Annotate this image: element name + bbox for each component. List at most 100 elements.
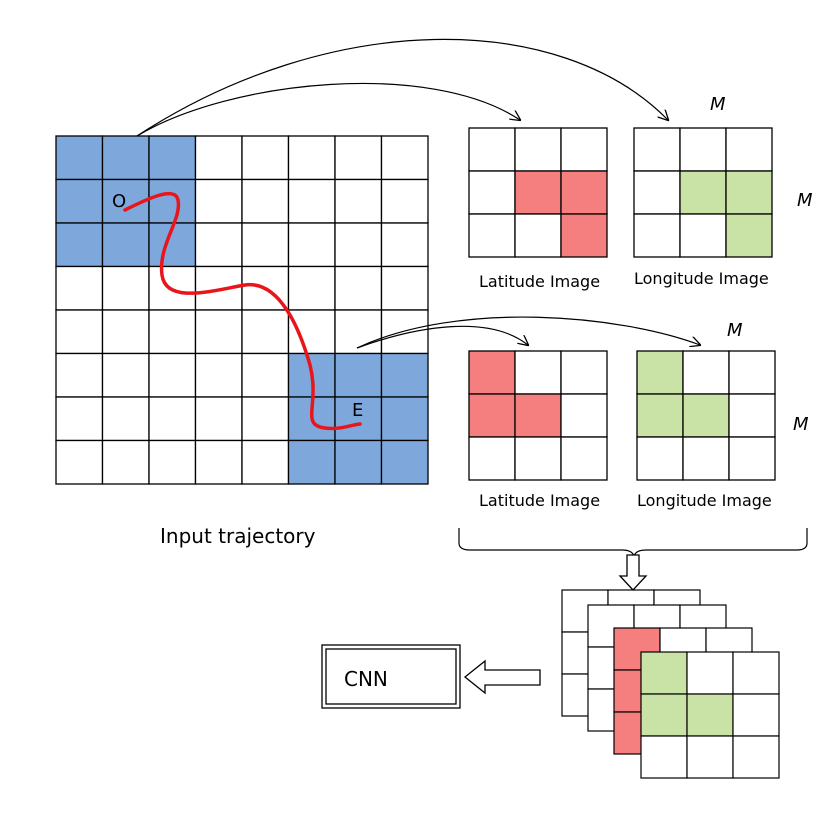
grid-cell (636, 350, 684, 395)
grid-cell (679, 213, 727, 258)
grid-cell (241, 222, 290, 268)
grid-cell (55, 439, 104, 485)
grid-cell (725, 127, 773, 172)
grid-cell (514, 170, 562, 215)
grid-cell (287, 309, 336, 355)
grid-cell (241, 135, 290, 181)
grid-cell (194, 439, 243, 485)
grid-cell (682, 393, 730, 438)
grid-cell (101, 396, 150, 442)
top-latitude-label: Latitude Image (479, 272, 600, 291)
grid-cell (194, 352, 243, 398)
grid-cell (194, 222, 243, 268)
down-hollow-arrow (618, 554, 648, 591)
grid-cell (728, 350, 776, 395)
grid-cell (148, 396, 197, 442)
grid-cell (241, 439, 290, 485)
grid-cell (55, 265, 104, 311)
grid-cell (287, 135, 336, 181)
grid-cell (640, 735, 688, 779)
grid-cell (380, 178, 429, 224)
grid-cell (334, 309, 383, 355)
grid-cell (560, 350, 608, 395)
grid-cell (334, 135, 383, 181)
grid-cell (633, 127, 681, 172)
grid-cell (640, 651, 688, 695)
grid-cell (679, 127, 727, 172)
grid-cell (194, 309, 243, 355)
grid-cell (468, 436, 516, 481)
top-longitude-label: Longitude Image (634, 269, 769, 288)
grid-cell (194, 178, 243, 224)
grid-cell (640, 693, 688, 737)
grid-cell (686, 651, 734, 695)
grid-cell (101, 352, 150, 398)
grid-cell (380, 352, 429, 398)
grid-cell (732, 693, 780, 737)
grid-cell (468, 393, 516, 438)
grid-cell (55, 396, 104, 442)
grid-cell (560, 127, 608, 172)
grid-cell (194, 135, 243, 181)
arrow-to-bottom-latitude (356, 325, 528, 349)
grid-cell (287, 178, 336, 224)
grid-cell (334, 178, 383, 224)
stacked-feature-images (561, 589, 780, 779)
grid-cell (468, 170, 516, 215)
grid-cell (728, 436, 776, 481)
grid-cell (55, 309, 104, 355)
arrow-to-top-latitude (136, 82, 520, 137)
grid-cell (194, 396, 243, 442)
grid-cell (380, 135, 429, 181)
grid-cell (55, 352, 104, 398)
bottom-latitude-label: Latitude Image (479, 491, 600, 510)
grid-cell (682, 436, 730, 481)
left-hollow-arrow (463, 659, 541, 695)
grouping-brace (458, 528, 808, 558)
grid-cell (101, 439, 150, 485)
trajectory-path (123, 191, 362, 431)
grid-cell (514, 436, 562, 481)
grid-cell (148, 178, 197, 224)
top-m-width-label: M (710, 94, 726, 115)
grid-cell (514, 393, 562, 438)
grid-cell (560, 436, 608, 481)
input-trajectory-caption: Input trajectory (160, 524, 316, 548)
cnn-label: CNN (344, 667, 388, 691)
cnn-box (321, 644, 461, 709)
bottom-m-width-label: M (727, 320, 743, 341)
top-m-height-label: M (797, 190, 813, 211)
grid-cell (287, 222, 336, 268)
grid-cell (241, 309, 290, 355)
grid-cell (560, 393, 608, 438)
grid-cell (287, 439, 336, 485)
grid-cell (725, 213, 773, 258)
grid-cell (101, 265, 150, 311)
grid-cell (380, 222, 429, 268)
grid-cell (148, 309, 197, 355)
grid-cell (380, 396, 429, 442)
grid-cell (560, 170, 608, 215)
grid-cell (682, 350, 730, 395)
grid-cell (287, 265, 336, 311)
grid-cell (101, 135, 150, 181)
grid-cell (560, 213, 608, 258)
grid-cell (334, 439, 383, 485)
grid-cell (241, 178, 290, 224)
grid-cell (514, 127, 562, 172)
bottom-latitude-image (468, 350, 608, 481)
grid-cell (514, 213, 562, 258)
origin-label: O (112, 191, 126, 212)
grid-cell (148, 135, 197, 181)
grid-cell (686, 735, 734, 779)
top-latitude-image (468, 127, 608, 258)
stack-layer (640, 651, 780, 779)
grid-cell (55, 135, 104, 181)
grid-cell (241, 352, 290, 398)
grid-cell (380, 309, 429, 355)
grid-cell (679, 170, 727, 215)
grid-cell (55, 222, 104, 268)
end-label: E (352, 400, 363, 421)
grid-cell (725, 170, 773, 215)
